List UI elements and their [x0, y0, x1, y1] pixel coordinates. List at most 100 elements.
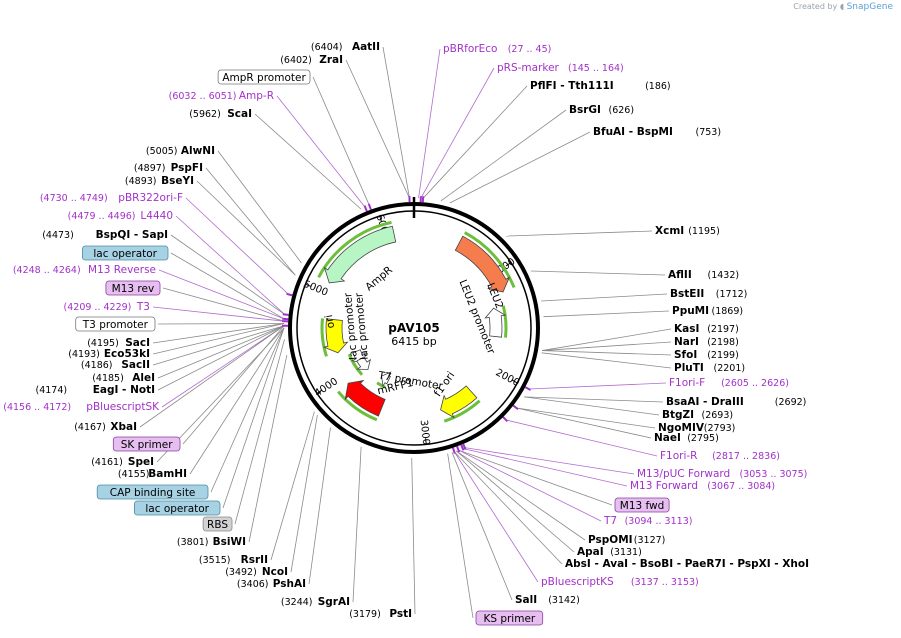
enzyme-label-spei[interactable]: SpeI(4161)	[91, 456, 154, 468]
enzyme-label-sacii[interactable]: SacII(4186)	[81, 359, 150, 371]
enzyme-label-rsrii[interactable]: RsrII(3515)	[199, 554, 268, 566]
enzyme-label-bseyi[interactable]: BseYI(4893)	[125, 175, 194, 187]
site-position: (1869)	[712, 306, 744, 317]
enzyme-label-sfoi[interactable]: SfoI(2199)	[674, 349, 739, 361]
leader-line	[223, 328, 284, 508]
enzyme-label-kasi[interactable]: KasI(2197)	[674, 323, 739, 335]
enzyme-label-sgrai[interactable]: SgrAI(3244)	[281, 596, 350, 608]
site-name: AbsI - AvaI - BsoBI - PaeR7I - PspXI - X…	[565, 558, 809, 570]
feature-tag-rbs[interactable]: RBS	[203, 517, 232, 531]
primer-label-pbluescriptks[interactable]: pBluescriptKS(3137 .. 3153)	[541, 576, 699, 588]
enzyme-label-alwni[interactable]: AlwNI(5005)	[146, 145, 215, 157]
enzyme-label-naei[interactable]: NaeI(2795)	[654, 432, 719, 444]
leader-line	[346, 60, 409, 198]
site-position: (1432)	[708, 270, 740, 281]
enzyme-label-nari[interactable]: NarI(2198)	[674, 336, 739, 348]
enzyme-label-bsaai[interactable]: BsaAI - DraIII (2692)	[666, 396, 806, 408]
enzyme-label-psti[interactable]: PstI(3179)	[349, 608, 412, 620]
site-position: (2692)	[775, 397, 807, 408]
site-labels[interactable]: AatII(6404)ZraI(6402) AmpR promoterAmp-R(…	[3, 41, 901, 625]
site-name: pBR322ori-F	[118, 192, 183, 204]
credit: Created by ◖ SnapGene	[793, 2, 893, 12]
site-position: (2817 .. 2836)	[712, 451, 780, 462]
feature-tag-ks[interactable]: KS primer	[476, 611, 543, 625]
leader-line	[412, 458, 415, 614]
enzyme-label-sali[interactable]: SalI(3142)	[515, 594, 580, 606]
feature-tag-lac[interactable]: lac operator	[82, 246, 168, 260]
primer-label-t7[interactable]: T7(3094 .. 3113)	[603, 515, 692, 527]
site-position: (3127)	[634, 535, 666, 546]
primer-label-m13/puc[interactable]: M13/pUC Forward(3053 .. 3075)	[637, 468, 807, 480]
site-name: PflFI - Tth111I	[530, 80, 614, 92]
primer-label-pbrforeco[interactable]: pBRforEco(27 .. 45)	[443, 43, 551, 55]
primer-label-t3[interactable]: T3(4209 .. 4229)	[64, 301, 150, 313]
site-position: (3406)	[237, 579, 269, 590]
site-position: (2199)	[707, 350, 739, 361]
primer-label-m13[interactable]: M13 Reverse(4248 .. 4264)	[13, 264, 156, 276]
enzyme-label-xcmi[interactable]: XcmI(1195)	[655, 225, 720, 237]
leader-line	[249, 355, 287, 542]
feature-tag-ampr[interactable]: AmpR promoter	[218, 70, 310, 84]
site-name: RsrII	[241, 554, 268, 566]
tick-label: 3000	[418, 419, 432, 445]
enzyme-label-eagi[interactable]: EagI - NotI(4174)	[36, 384, 155, 396]
enzyme-label-zrai[interactable]: ZraI(6402)	[280, 54, 343, 66]
feature-tag-cap[interactable]: CAP binding site	[97, 485, 208, 499]
enzyme-label-pshai[interactable]: PshAI(3406)	[237, 578, 306, 590]
primer-label-pbr322ori-f[interactable]: pBR322ori-F(4730 .. 4749)	[40, 192, 183, 204]
leader-line	[454, 452, 538, 582]
leader-line	[277, 96, 365, 207]
primer-label-m13[interactable]: M13 Forward(3067 .. 3084)	[630, 480, 775, 492]
site-position: (4893)	[125, 176, 157, 187]
site-position: (2693)	[702, 410, 734, 421]
feature-tag-lac[interactable]: lac operator	[134, 501, 220, 515]
enzyme-label-btgzi[interactable]: BtgZI (2693)	[662, 409, 733, 421]
leader-line	[448, 454, 473, 618]
enzyme-label-bamhi[interactable]: BamHI(4155)	[118, 468, 187, 480]
enzyme-label-apai[interactable]: ApaI(3131)	[577, 546, 642, 558]
enzyme-label-aatii[interactable]: AatII(6404)	[311, 41, 380, 53]
site-name: PstI	[389, 608, 412, 620]
enzyme-label-pspfi[interactable]: PspFI(4897)	[134, 162, 203, 174]
enzyme-label-bsteii[interactable]: BstEII(1712)	[670, 288, 747, 300]
site-name: BsaAI - DraIII	[666, 396, 744, 408]
site-position: (6032 .. 6051)	[169, 91, 237, 102]
site-position: (626)	[609, 105, 635, 116]
enzyme-label-absi[interactable]: AbsI - AvaI - BsoBI - PaeR7I - PspXI - X…	[565, 558, 901, 570]
site-name: BamHI	[148, 468, 187, 480]
feature-tag-sk[interactable]: SK primer	[113, 437, 180, 451]
enzyme-label-ncoi[interactable]: NcoI(3492)	[225, 566, 288, 578]
primer-label-pbluescriptsk[interactable]: pBluescriptSK(4156 .. 4172)	[3, 401, 160, 413]
enzyme-label-alei[interactable]: AleI(4185)	[92, 372, 155, 384]
site-position: (3131)	[610, 547, 642, 558]
enzyme-label-pflfi[interactable]: PflFI - Tth111I(186)	[530, 80, 671, 92]
tag-text: KS primer	[483, 613, 535, 625]
primer-label-amp-r[interactable]: Amp-R(6032 .. 6051)	[169, 90, 274, 102]
site-position: (4156 .. 4172)	[3, 402, 71, 413]
leader-line	[465, 448, 634, 474]
primer-label-l4440[interactable]: L4440(4479 .. 4496)	[68, 210, 173, 222]
site-name: BtgZI	[662, 409, 694, 421]
enzyme-label-bspqi[interactable]: BspQI - SapI(4473)	[42, 229, 168, 241]
enzyme-label-aflii[interactable]: AflII(1432)	[668, 269, 739, 281]
feature-tag-m13[interactable]: M13 rev	[106, 281, 160, 295]
tick-label: 5000	[302, 279, 330, 299]
enzyme-label-xbai[interactable]: XbaI(4167)	[74, 421, 137, 433]
enzyme-label-pluti[interactable]: PluTI(2201)	[674, 362, 745, 374]
enzyme-label-scai[interactable]: ScaI(5962)	[189, 108, 252, 120]
feature-tag-t3[interactable]: T3 promoter	[76, 317, 155, 331]
primer-label-prs-marker[interactable]: pRS-marker(145 .. 164)	[497, 62, 624, 74]
site-name: BsiWI	[213, 536, 246, 548]
feature-tag-m13[interactable]: M13 fwd	[615, 498, 669, 512]
enzyme-label-ppumi[interactable]: PpuMI(1869)	[672, 305, 743, 317]
leader-line	[542, 329, 671, 351]
site-position: (1195)	[688, 226, 720, 237]
primer-label-f1ori-f[interactable]: F1ori-F(2605 .. 2626)	[669, 377, 789, 389]
enzyme-label-bsiwi[interactable]: BsiWI(3801)	[177, 536, 246, 548]
enzyme-label-pspomi[interactable]: PspOMI(3127)	[588, 534, 665, 546]
leader-line	[153, 307, 284, 321]
enzyme-label-bsrgi[interactable]: BsrGI(626)	[569, 104, 634, 116]
enzyme-label-bfuai[interactable]: BfuAI - BspMI(753)	[593, 126, 721, 138]
leader-line	[463, 449, 627, 486]
primer-label-f1ori-r[interactable]: F1ori-R(2817 .. 2836)	[660, 450, 780, 462]
